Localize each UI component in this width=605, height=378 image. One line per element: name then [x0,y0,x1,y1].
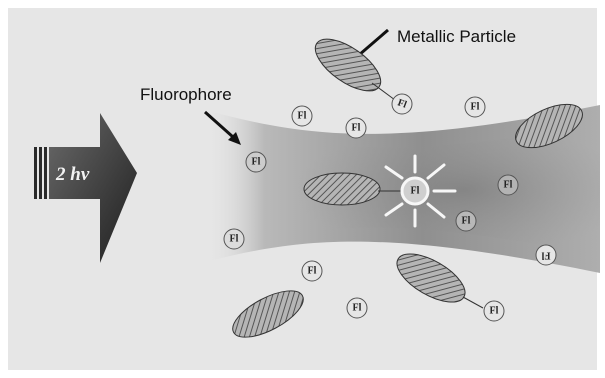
fluorophore-symbol: Fl [471,102,480,113]
fluorophore-label: Fluorophore [140,85,232,104]
fluorophore: Fl [246,152,266,172]
fluorophore: Fl [498,175,518,195]
excitation-label: 2 hν [55,164,90,185]
fluorophore-symbol: Fl [252,157,261,168]
fluorophore-symbol: Fl [541,250,550,261]
fluorophore: Fl [347,298,367,318]
excited-fluorophore: Fl [402,178,428,204]
fluorophore-symbol: Fl [353,303,362,314]
fluorophore-symbol: Fl [504,180,513,191]
metallic-particle-label: Metallic Particle [397,27,516,46]
fluorophore-symbol: Fl [462,216,471,227]
fluorophore-symbol: Fl [411,186,420,197]
fluorophore-symbol: Fl [298,111,307,122]
fluorophore-symbol: Fl [352,123,361,134]
fluorophore: Fl [536,245,556,265]
fluorophore: Fl [346,118,366,138]
fluorophore: Fl [392,94,412,114]
fluorophore-symbol: Fl [308,266,317,277]
fluorophore: Fl [292,106,312,126]
fluorophore-symbol: Fl [230,234,239,245]
fluorophore: Fl [465,97,485,117]
fluorophore: Fl [302,261,322,281]
fluorophore: Fl [484,301,504,321]
fluorophore-symbol: Fl [490,306,499,317]
fluorophore: Fl [224,229,244,249]
fluorophore: Fl [456,211,476,231]
